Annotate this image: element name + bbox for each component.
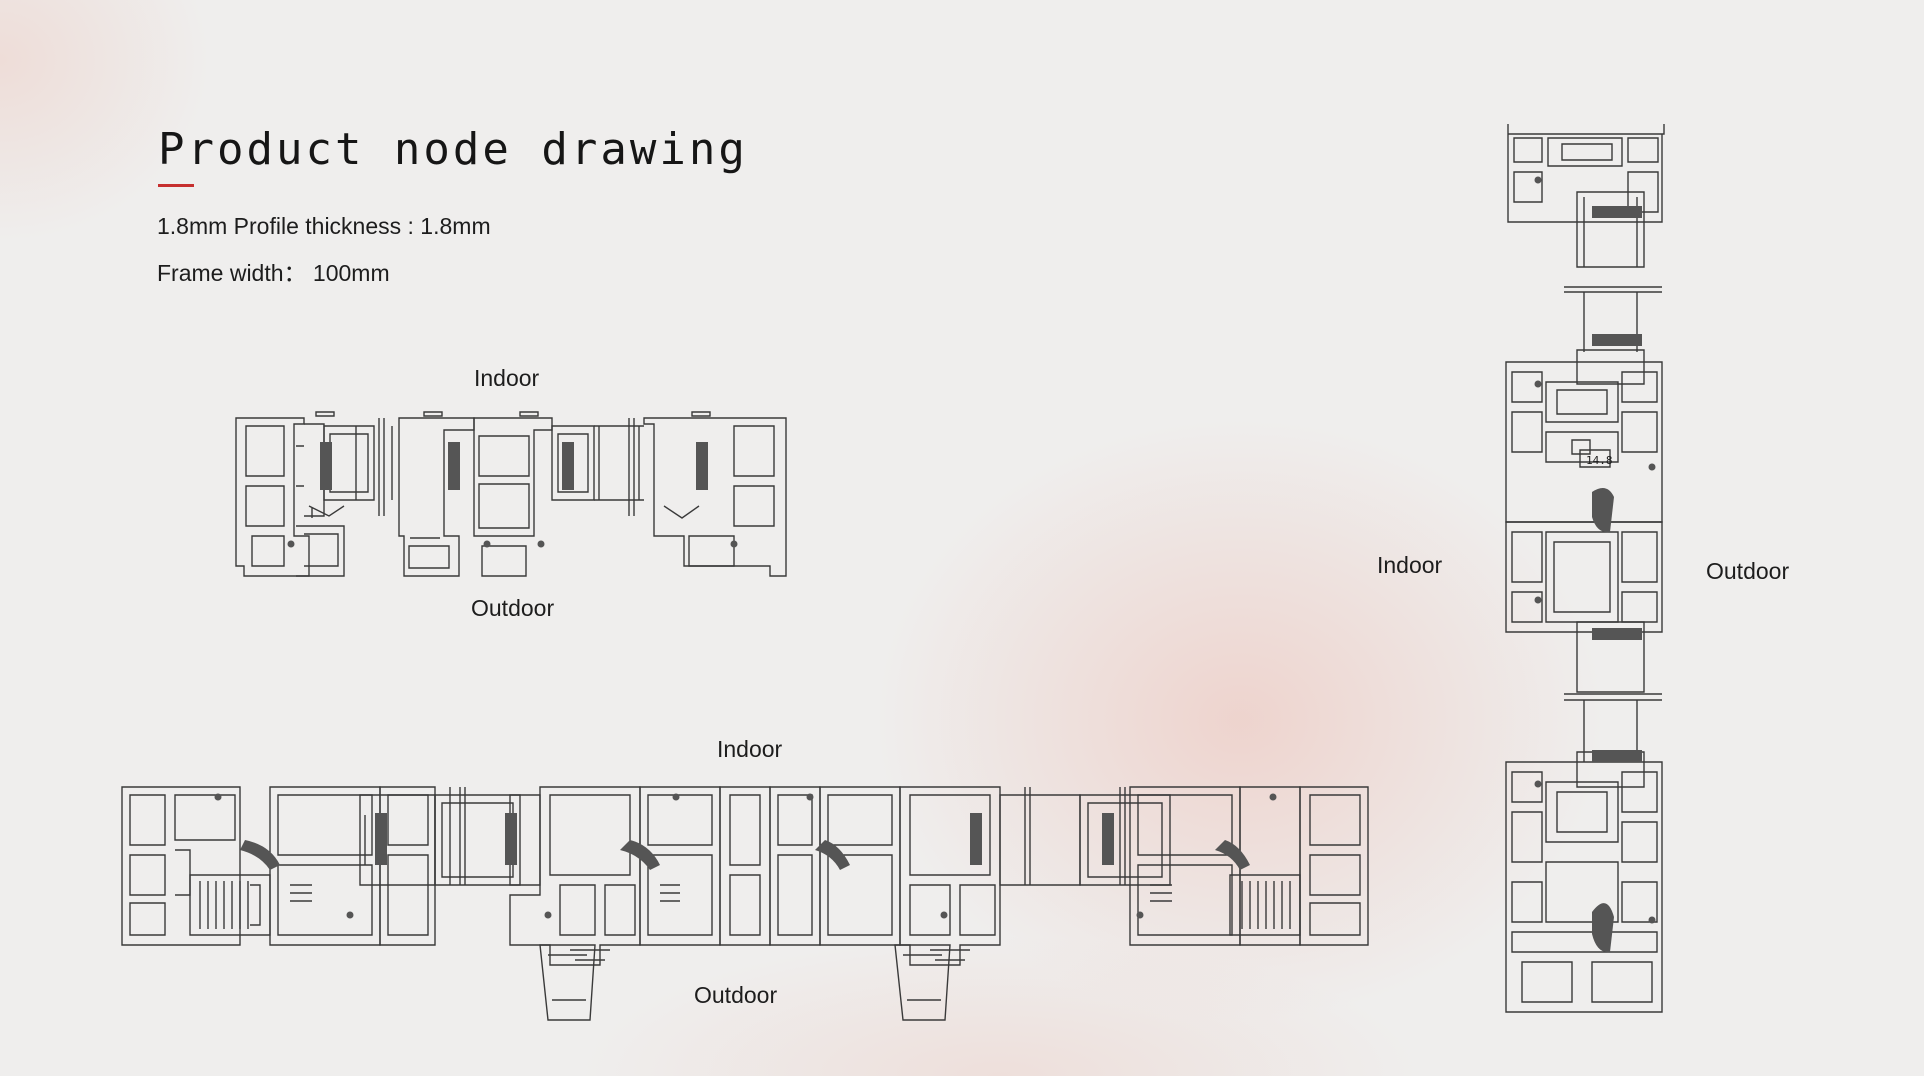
node-drawing-horizontal-large: [120, 785, 1370, 1025]
drawing2-indoor-label: Indoor: [717, 736, 783, 762]
drawing1-outdoor-label: Outdoor: [471, 595, 555, 621]
node-drawing-horizontal-small: [234, 416, 790, 580]
drawing2-outdoor-label: Outdoor: [694, 982, 778, 1008]
node-drawing-vertical: 14.8: [1502, 122, 1670, 1020]
drawing3-indoor-label: Indoor: [1377, 552, 1443, 578]
page-title: Product node drawing: [158, 124, 748, 175]
spec-frame-width: Frame width： 100mm: [157, 260, 390, 286]
spec-profile-thickness: 1.8mm Profile thickness : 1.8mm: [157, 213, 491, 239]
dimension-label: 14.8: [1586, 454, 1613, 467]
title-accent-rule: [158, 184, 194, 187]
drawing3-outdoor-label: Outdoor: [1706, 558, 1790, 584]
drawing1-indoor-label: Indoor: [474, 365, 540, 391]
